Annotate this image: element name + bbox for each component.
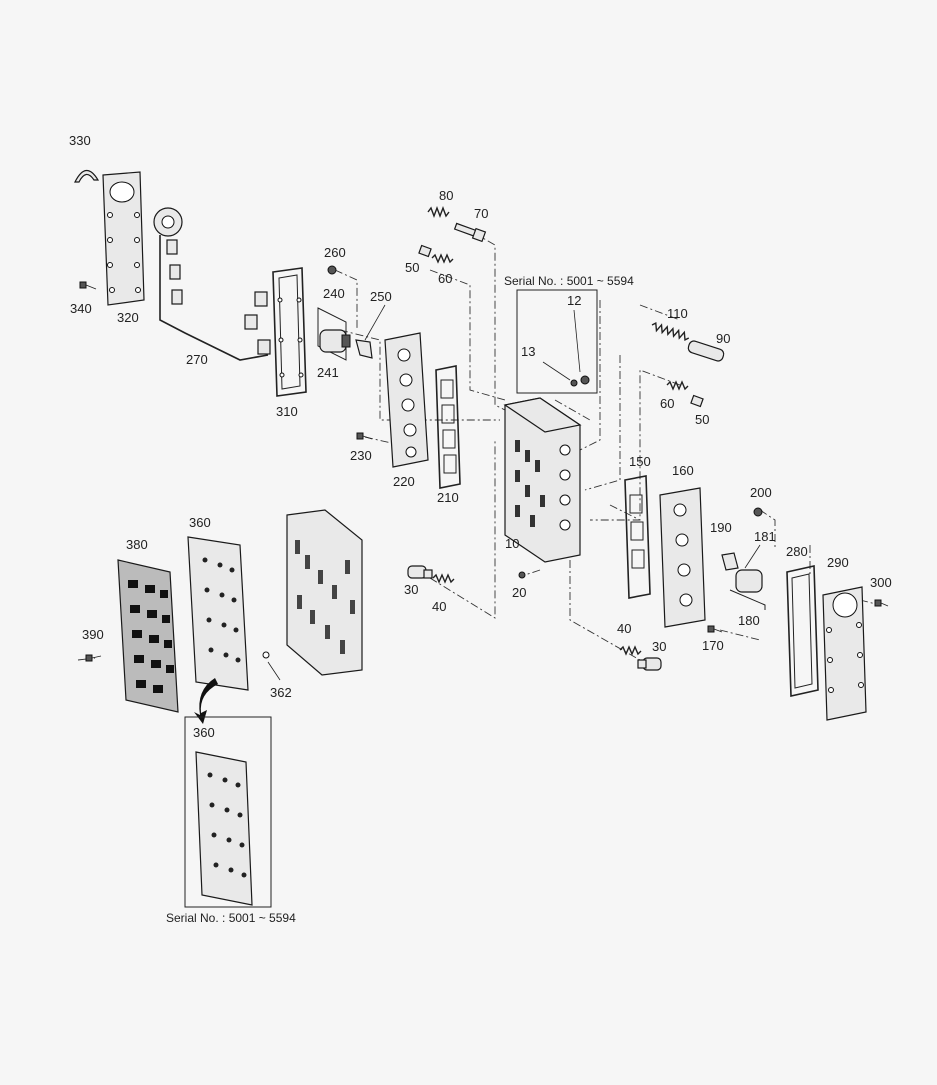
part-210-gasket bbox=[435, 365, 461, 489]
callout-280: 280 bbox=[786, 544, 808, 559]
valve-body-assembled bbox=[286, 509, 363, 676]
inset-frame-bottom bbox=[184, 716, 272, 908]
callout-250: 250 bbox=[370, 289, 392, 304]
callout-60b: 60 bbox=[660, 396, 674, 411]
part-290-cover bbox=[822, 586, 867, 721]
part-360-plate-variant bbox=[195, 751, 253, 906]
part-90-spool bbox=[687, 340, 725, 362]
part-110-spring bbox=[651, 321, 690, 342]
part-360-separator-plate bbox=[187, 536, 249, 691]
callout-360b: 360 bbox=[193, 725, 215, 740]
leader-lines bbox=[267, 304, 761, 681]
callout-30a: 30 bbox=[404, 582, 418, 597]
callout-70: 70 bbox=[474, 206, 488, 221]
part-40-spring-right bbox=[619, 645, 642, 656]
callout-160: 160 bbox=[672, 463, 694, 478]
inset-arrow bbox=[194, 678, 218, 724]
part-40-spring-left bbox=[432, 573, 455, 584]
callout-40a: 40 bbox=[432, 599, 446, 614]
callout-390: 390 bbox=[82, 627, 104, 642]
part-300-bolt bbox=[874, 599, 889, 607]
part-362-ball bbox=[262, 651, 270, 659]
callout-13: 13 bbox=[521, 344, 535, 359]
callout-290: 290 bbox=[827, 555, 849, 570]
callout-150: 150 bbox=[629, 454, 651, 469]
callout-300: 300 bbox=[870, 575, 892, 590]
callout-labels: 330 340 320 270 310 260 240 250 241 230 … bbox=[69, 133, 892, 925]
part-200-plug bbox=[753, 507, 763, 517]
callout-200: 200 bbox=[750, 485, 772, 500]
part-260-plug bbox=[327, 265, 337, 275]
callout-110: 110 bbox=[667, 306, 688, 321]
part-380-plate bbox=[117, 559, 179, 713]
callout-80: 80 bbox=[439, 188, 453, 203]
callout-20: 20 bbox=[512, 585, 526, 600]
part-70-spool-top bbox=[453, 222, 487, 243]
part-60-spring-top bbox=[431, 253, 454, 264]
serial-note-top: Serial No. : 5001 ~ 5594 bbox=[504, 274, 634, 288]
part-390-bolt bbox=[85, 654, 102, 662]
callout-360a: 360 bbox=[189, 515, 211, 530]
callout-241: 241 bbox=[317, 365, 339, 380]
part-340-bolt bbox=[79, 281, 97, 290]
part-50-plug-top bbox=[418, 244, 432, 258]
callout-340: 340 bbox=[70, 301, 92, 316]
part-170-bolt bbox=[707, 625, 723, 633]
part-30-plug-left bbox=[407, 565, 433, 579]
callout-330: 330 bbox=[69, 133, 91, 148]
part-270-harness bbox=[153, 207, 271, 361]
part-12-ball bbox=[580, 375, 590, 385]
callout-170: 170 bbox=[702, 638, 724, 653]
callout-40b: 40 bbox=[617, 621, 631, 636]
callout-230: 230 bbox=[350, 448, 372, 463]
part-320-cover bbox=[102, 171, 145, 306]
part-220-plate bbox=[384, 332, 429, 468]
callout-362: 362 bbox=[270, 685, 292, 700]
part-181-solenoid bbox=[729, 569, 766, 610]
part-13-ball bbox=[570, 379, 578, 387]
part-250-bracket bbox=[355, 339, 373, 359]
part-50-plug-right bbox=[690, 394, 704, 408]
part-241-solenoid bbox=[317, 307, 351, 361]
part-230-bolt bbox=[356, 432, 373, 440]
callout-181: 181 bbox=[754, 529, 776, 544]
callout-240: 240 bbox=[323, 286, 345, 301]
callout-260: 260 bbox=[324, 245, 346, 260]
part-330-clip bbox=[74, 169, 100, 183]
part-30-plug-right bbox=[637, 657, 662, 671]
callout-270: 270 bbox=[186, 352, 208, 367]
callout-210: 210 bbox=[437, 490, 459, 505]
part-280-gasket bbox=[786, 565, 819, 697]
inset-frame-top bbox=[516, 289, 598, 394]
part-160-plate bbox=[659, 487, 706, 628]
callout-10: 10 bbox=[505, 536, 519, 551]
part-60-spring-right bbox=[666, 380, 689, 391]
serial-note-bottom: Serial No. : 5001 ~ 5594 bbox=[166, 911, 296, 925]
callout-50b: 50 bbox=[695, 412, 709, 427]
callout-60a: 60 bbox=[438, 271, 452, 286]
part-20-ball bbox=[518, 571, 526, 579]
part-310-gasket bbox=[272, 267, 307, 397]
part-80-spring-top bbox=[427, 206, 450, 218]
part-150-gasket bbox=[624, 475, 651, 599]
callout-320: 320 bbox=[117, 310, 139, 325]
part-190-bracket bbox=[721, 552, 739, 571]
callout-12: 12 bbox=[567, 293, 581, 308]
callout-220: 220 bbox=[393, 474, 415, 489]
part-10-valve-body bbox=[503, 397, 582, 563]
callout-310: 310 bbox=[276, 404, 298, 419]
callout-190: 190 bbox=[710, 520, 732, 535]
callout-90: 90 bbox=[716, 331, 730, 346]
callout-50a: 50 bbox=[405, 260, 419, 275]
callout-380: 380 bbox=[126, 537, 148, 552]
callout-30b: 30 bbox=[652, 639, 666, 654]
callout-180: 180 bbox=[738, 613, 760, 628]
